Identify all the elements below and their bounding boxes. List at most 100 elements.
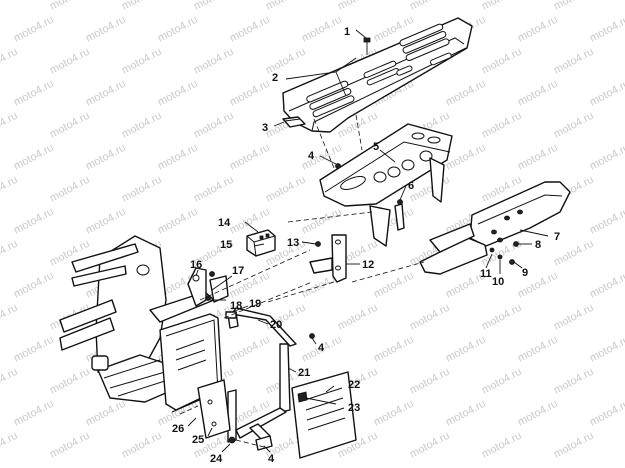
watermark-text: moto4.ru [444,78,488,109]
callout-16: 16 [190,259,202,271]
callout-13: 13 [287,237,299,249]
watermark-text: moto4.ru [192,110,236,141]
watermark-text: moto4.ru [156,14,200,45]
watermark-text: moto4.ru [84,398,128,429]
watermark-text: moto4.ru [408,0,452,13]
watermark-text: moto4.ru [156,142,200,173]
watermark-text: moto4.ru [84,142,128,173]
callout-15: 15 [220,239,232,251]
watermark-text: moto4.ru [588,206,625,237]
watermark-text: moto4.ru [192,46,236,77]
leader-lines [187,29,549,453]
callout-7: 7 [554,231,560,243]
watermark-text: moto4.ru [0,46,20,77]
assembly-lines [179,114,425,449]
watermark-text: moto4.ru [228,334,272,365]
callout-4: 4 [308,150,315,162]
watermark-text: moto4.ru [48,46,92,77]
watermark-text: moto4.ru [0,0,20,13]
watermark-text: moto4.ru [48,110,92,141]
callout-1: 1 [344,26,350,38]
callout-23: 23 [348,402,360,414]
callout-12: 12 [362,259,374,271]
callout-9: 9 [522,267,528,279]
watermark-text: moto4.ru [588,78,625,109]
callout-25: 25 [192,434,204,446]
watermark-text: moto4.ru [552,430,596,461]
callout-11: 11 [480,268,492,280]
callout-5: 5 [373,141,379,153]
callout-22: 22 [348,379,360,391]
watermark-text: moto4.ru [408,366,452,397]
watermark-text: moto4.ru [552,366,596,397]
watermark-text: moto4.ru [228,142,272,173]
callout-4-c: 4 [268,453,275,465]
watermark-text: moto4.ru [84,206,128,237]
callout-21: 21 [298,367,310,379]
watermark-text: moto4.ru [516,14,560,45]
rear-bumper-part [419,181,571,275]
watermark-text: moto4.ru [12,142,56,173]
plate-part-25 [197,379,231,439]
callout-4-b: 4 [318,342,325,354]
callout-14: 14 [218,217,231,229]
watermark-text: moto4.ru [0,110,20,141]
watermark-text: moto4.ru [156,78,200,109]
callout-10: 10 [492,276,504,288]
callout-18: 18 [230,300,242,312]
watermark-text: moto4.ru [588,398,625,429]
watermark-text: moto4.ru [12,334,56,365]
watermark-text: moto4.ru [84,78,128,109]
watermark-text: moto4.ru [48,366,92,397]
callout-26: 26 [172,423,184,435]
bracket-part-12 [309,234,347,283]
callout-labels: 1 2 3 4 5 6 7 8 9 10 11 12 13 14 15 16 1… [172,26,560,465]
watermark-text: moto4.ru [0,174,20,205]
callout-8: 8 [535,239,541,251]
callout-24: 24 [210,453,223,465]
watermark-text: moto4.ru [300,206,344,237]
watermark-text: moto4.ru [408,302,452,333]
watermark-text: moto4.ru [516,398,560,429]
watermark-text: moto4.ru [120,430,164,461]
watermark-text: moto4.ru [12,14,56,45]
watermark-text: moto4.ru [480,110,524,141]
watermark-text: moto4.ru [0,238,20,269]
watermark-text: moto4.ru [264,46,308,77]
bumper-hardware [489,241,519,265]
watermark-text: moto4.ru [588,14,625,45]
watermark-text: moto4.ru [480,430,524,461]
mud-flap-part [291,371,357,459]
watermark-text: moto4.ru [0,366,20,397]
watermark-text: moto4.ru [336,302,380,333]
callout-6: 6 [408,180,414,192]
watermark-text: moto4.ru [516,78,560,109]
watermark-text: moto4.ru [300,14,344,45]
watermark-text: moto4.ru [192,174,236,205]
bolt-part-1 [363,37,371,55]
tube-guard-part [227,307,297,451]
watermark-text: moto4.ru [156,206,200,237]
watermark-text: moto4.ru [336,0,380,13]
watermark-text: moto4.ru [192,0,236,13]
watermark-text: moto4.ru [552,0,596,13]
lower-rack-part [319,123,453,247]
light-box-part [244,221,276,257]
callout-3: 3 [262,122,268,134]
watermark-text: moto4.ru [516,334,560,365]
watermark-text: moto4.ru [0,302,20,333]
watermark-text: moto4.ru [480,302,524,333]
watermark-text: moto4.ru [552,302,596,333]
watermark-text: moto4.ru [228,78,272,109]
watermark-text: moto4.ru [120,0,164,13]
watermark-text: moto4.ru [120,174,164,205]
watermark-text: moto4.ru [12,78,56,109]
callout-17: 17 [232,265,244,277]
watermark-text: moto4.ru [264,0,308,13]
watermark-text: moto4.ru [372,334,416,365]
watermark-text: moto4.ru [120,46,164,77]
frame-part [59,235,229,403]
callout-20: 20 [270,319,282,331]
watermark-text: moto4.ru [444,334,488,365]
